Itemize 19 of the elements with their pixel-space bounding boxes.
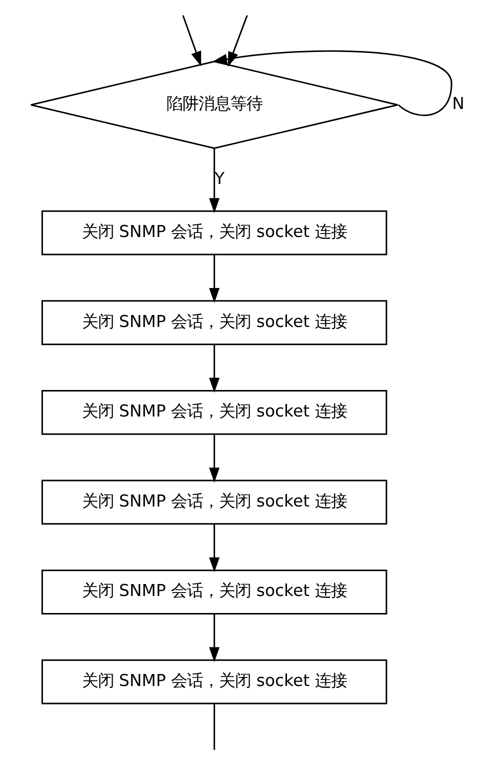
- edge-label: N: [452, 94, 464, 114]
- node-box: 关闭 SNMP 会话，关闭 socket 连接: [41, 300, 388, 346]
- arrow: [212, 50, 452, 116]
- node-diamond: 陷阱消息等待: [30, 60, 398, 150]
- node-box: 关闭 SNMP 会话，关闭 socket 连接: [41, 390, 388, 435]
- edge-label: Y: [214, 168, 225, 188]
- node-box: 关闭 SNMP 会话，关闭 socket 连接: [41, 480, 388, 525]
- arrow: [209, 614, 220, 662]
- arrow: [209, 148, 220, 214]
- arrow: [209, 254, 220, 303]
- arrow: [182, 15, 202, 66]
- arrow: [209, 434, 220, 483]
- connector: [214, 704, 216, 750]
- arrow: [228, 15, 248, 67]
- arrow: [209, 524, 220, 572]
- node-box: 关闭 SNMP 会话，关闭 socket 连接: [41, 659, 388, 704]
- node-box: 关闭 SNMP 会话，关闭 socket 连接: [41, 570, 388, 614]
- arrow: [209, 344, 220, 393]
- node-box: 关闭 SNMP 会话，关闭 socket 连接: [41, 210, 388, 256]
